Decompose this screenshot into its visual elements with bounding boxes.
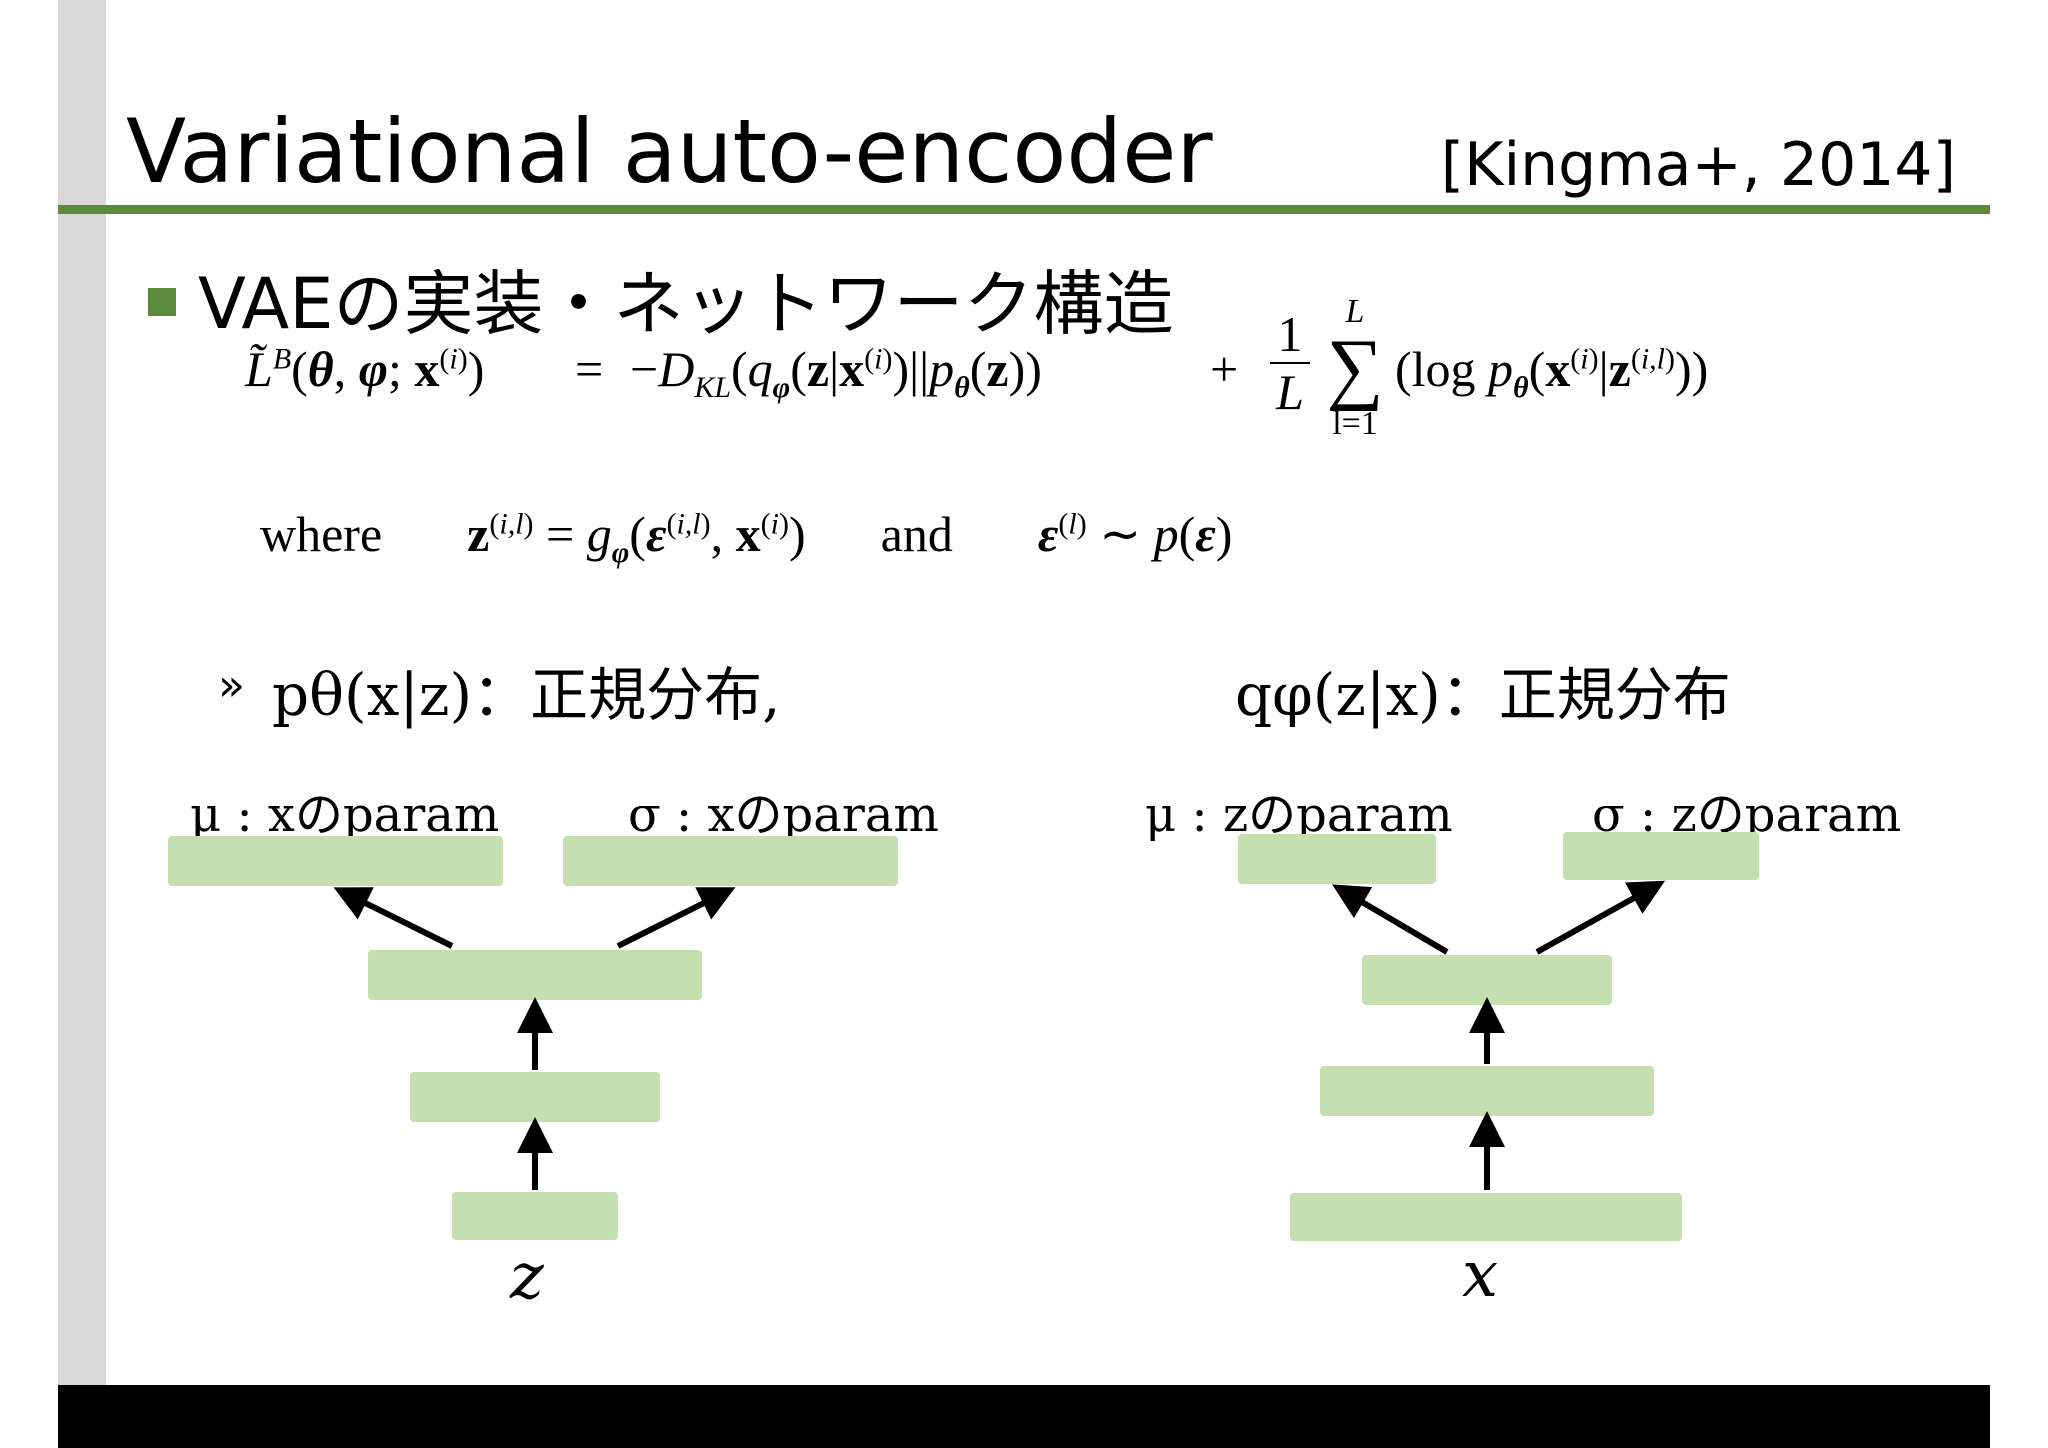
bottom-bar: [58, 1385, 1990, 1448]
encoder-mu-label: μ : zのparam: [1145, 787, 1453, 843]
and-word: and: [880, 506, 953, 562]
decoder-hidden-layer-2: [368, 950, 702, 1000]
decoder-mu-label: μ : xのparam: [190, 787, 500, 843]
fraction-denominator: L: [1276, 364, 1304, 420]
sum-upper-limit: L: [1345, 293, 1365, 330]
slide-title: Variational auto-encoder: [126, 100, 1213, 203]
citation: [Kingma+, 2014]: [1440, 130, 1956, 200]
formula-kl-term: −DKL(qφ(z|x(i))||pθ(z)): [630, 341, 1042, 404]
encoder-sigma-layer: [1563, 832, 1759, 880]
decoder-input-var: z: [510, 1240, 544, 1314]
formula-plus: +: [1210, 341, 1239, 397]
encoder-arrow-to-sigma: [1535, 880, 1666, 955]
formula-lhs: L̃B(θ, φ; x(i)): [245, 341, 485, 397]
where-word: where: [260, 506, 383, 562]
epsilon-definition: ε(l) ∼ p(ε): [1037, 506, 1233, 562]
encoder-mu-layer: [1238, 834, 1436, 884]
fraction-line: [1270, 362, 1310, 364]
bullet-text: VAEの実装・ネットワーク構造: [198, 263, 1174, 345]
formula-equals: =: [575, 341, 604, 397]
encoder-hidden-layer-1: [1320, 1066, 1654, 1116]
sum-lower-limit: l=1: [1332, 405, 1378, 442]
decoder-arrow-to-mu: [333, 887, 454, 949]
decoder-sigma-label: σ : xのparam: [628, 787, 939, 843]
formula-fraction: 1 L: [1270, 308, 1310, 418]
decoder-arrow-to-sigma: [616, 887, 736, 949]
encoder-input-layer: [1290, 1193, 1682, 1241]
decoder-sigma-layer: [563, 836, 898, 886]
sum-sigma-icon: ∑: [1326, 324, 1384, 412]
summation: L ∑ l=1: [1320, 292, 1390, 444]
sub-bullet-icon: »: [218, 660, 245, 711]
decoder-dist-label: pθ(x|z)：正規分布,: [272, 661, 781, 729]
decoder-hidden-layer-1: [410, 1072, 660, 1122]
z-definition: z(i,l) = gφ(ε(i,l), x(i)): [467, 506, 806, 569]
where-clause: where z(i,l) = gφ(ε(i,l), x(i)) and ε(l)…: [260, 505, 1232, 570]
left-side-bar: [58, 0, 106, 1385]
encoder-dist-label: qφ(z|x)：正規分布: [1235, 661, 1731, 729]
decoder-input-layer: [452, 1192, 618, 1240]
formula-log-term: (log pθ(x(i)|z(i,l))): [1395, 341, 1709, 404]
encoder-input-var: x: [1462, 1238, 1499, 1312]
title-underline: [58, 205, 1990, 214]
encoder-hidden-layer-2: [1362, 955, 1612, 1005]
bullet-square-icon: [148, 288, 176, 316]
fraction-numerator: 1: [1277, 306, 1303, 362]
encoder-arrow-to-mu: [1332, 884, 1449, 955]
decoder-mu-layer: [168, 836, 503, 886]
